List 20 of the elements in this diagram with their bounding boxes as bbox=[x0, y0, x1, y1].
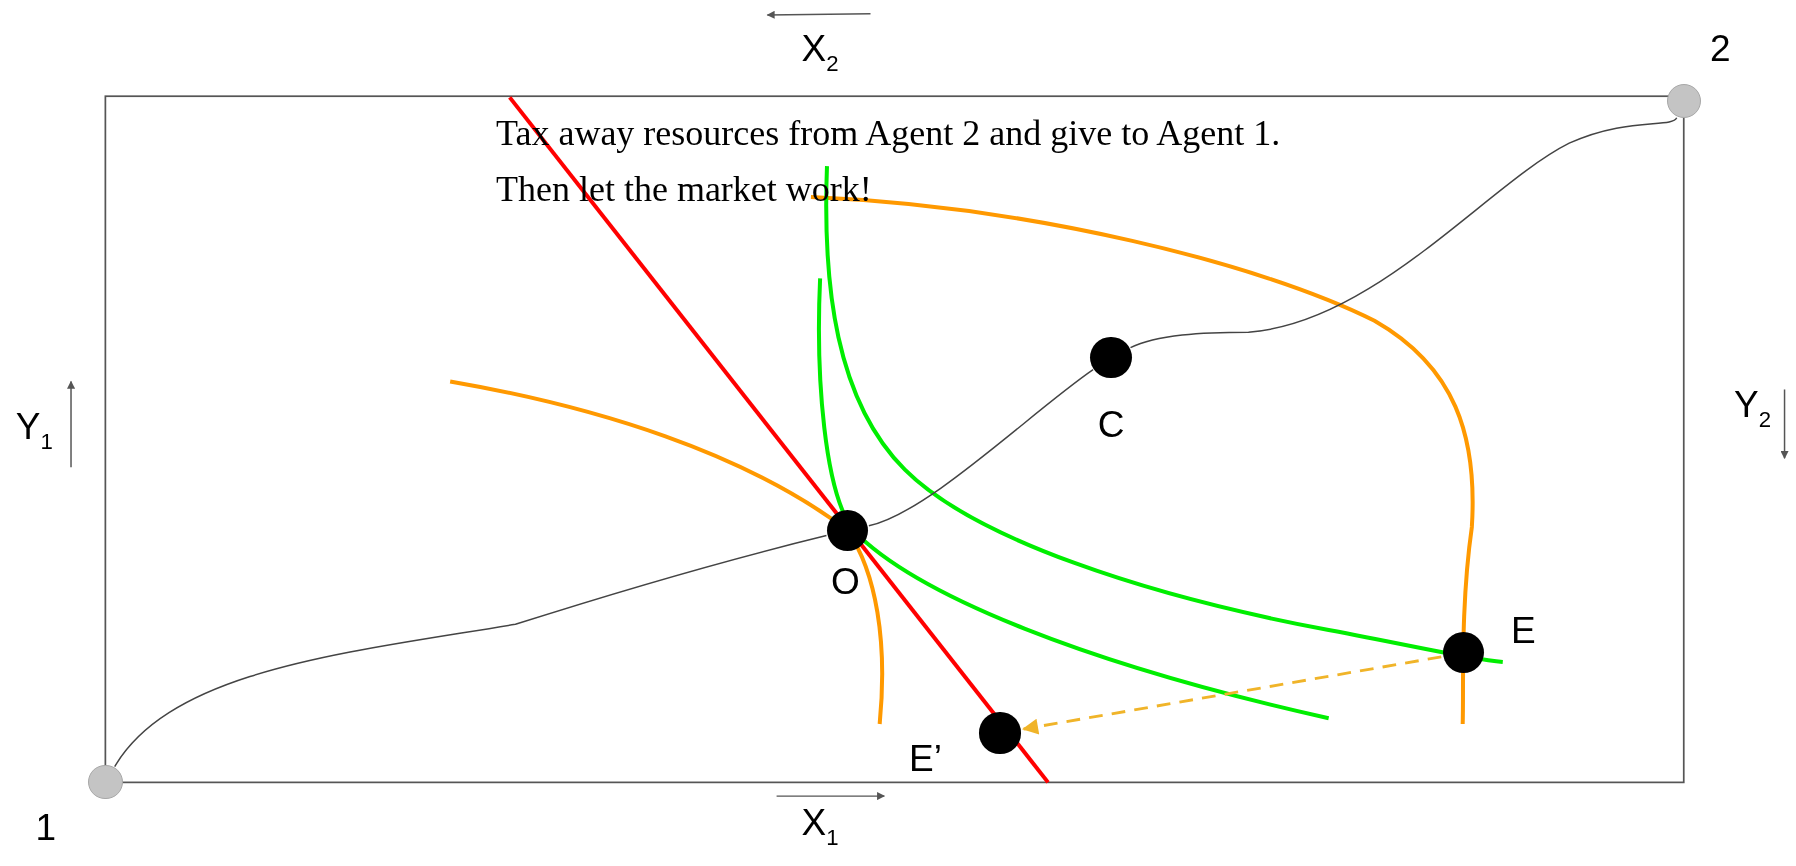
arrow bbox=[1022, 655, 1442, 735]
point-label: E bbox=[1511, 611, 1536, 649]
origin-marker bbox=[88, 765, 123, 800]
point-marker bbox=[827, 509, 869, 551]
origin-marker bbox=[1666, 83, 1701, 118]
axis-label: X$_{1}$ bbox=[801, 804, 839, 850]
point-marker bbox=[1090, 336, 1132, 378]
axis-label: Y$_{1}$ bbox=[15, 408, 53, 454]
point-label: 1 bbox=[35, 808, 57, 846]
contract-curve bbox=[1129, 116, 1678, 349]
point-label: 2 bbox=[1710, 29, 1731, 67]
contract-curve bbox=[113, 534, 828, 768]
point-label: E’ bbox=[909, 739, 942, 777]
axis-label: X$_{2}$ bbox=[801, 30, 839, 76]
contract-curve bbox=[868, 368, 1094, 527]
point-marker bbox=[979, 712, 1021, 754]
point-label: C bbox=[1097, 405, 1125, 443]
point-label: O bbox=[830, 562, 860, 600]
axis-label: Y$_{2}$ bbox=[1733, 386, 1771, 432]
point-marker bbox=[1443, 632, 1485, 674]
